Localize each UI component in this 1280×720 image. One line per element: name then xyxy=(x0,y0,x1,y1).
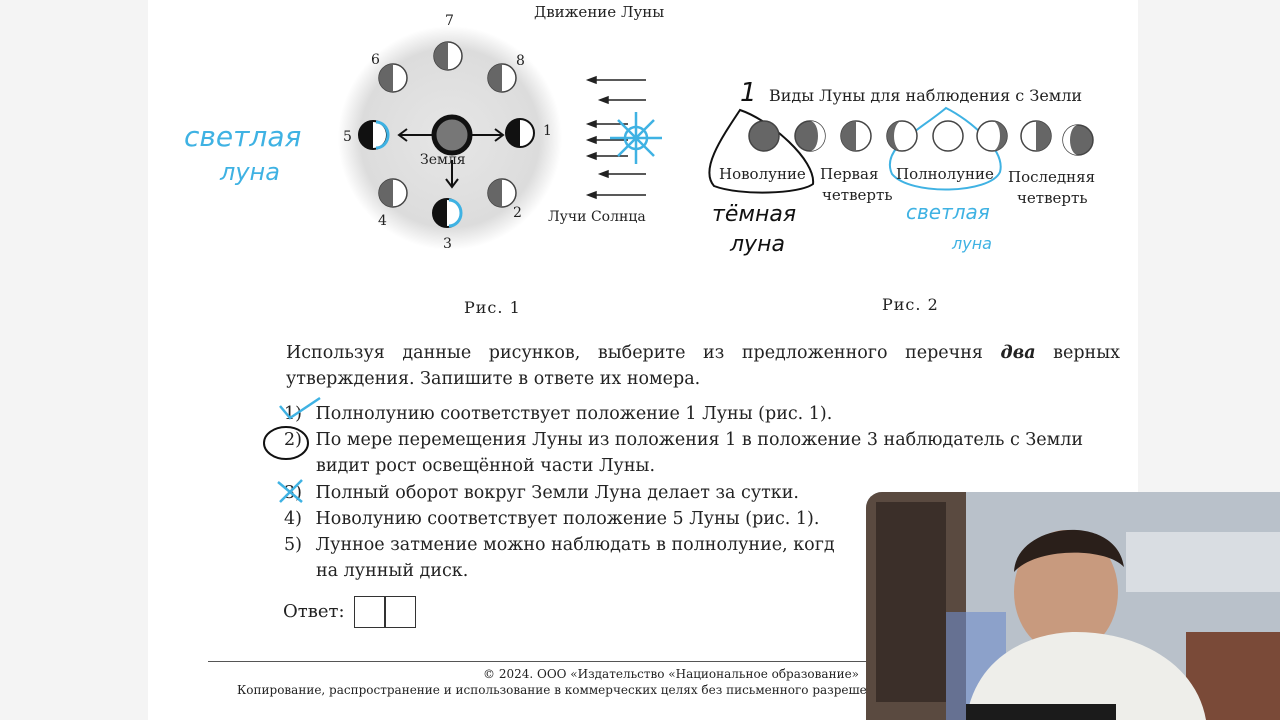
phase-label-first-quarter-1: Первая xyxy=(820,165,879,183)
phase-new-moon-icon xyxy=(748,120,780,152)
position-label-5: 5 xyxy=(343,129,352,145)
figure-1-caption: Рис. 1 xyxy=(464,298,521,317)
note-light-moon-left-2: луна xyxy=(220,158,280,186)
moon-position-6 xyxy=(378,63,408,93)
left-margin xyxy=(0,0,148,720)
instruction-part-1: Используя данные рисунков, выберите из п… xyxy=(286,343,1001,363)
position-label-2: 2 xyxy=(513,205,522,221)
sun-icon xyxy=(610,112,662,164)
moon-position-8 xyxy=(487,63,517,93)
note-number-one: 1 xyxy=(740,78,757,108)
figure-1-title: Движение Луны xyxy=(534,3,665,21)
handdrawn-triangle xyxy=(708,108,815,194)
note-light-moon-right: светлая xyxy=(906,200,990,224)
option-text: Полный оборот вокруг Земли Луна делает з… xyxy=(315,483,799,503)
option-2: 2) По мере перемещения Луны из положения… xyxy=(284,430,1083,450)
phase-full-moon-icon xyxy=(932,120,964,152)
option-4: 4) Новолунию соответствует положение 5 Л… xyxy=(284,509,819,529)
phase-label-first-quarter-2: четверть xyxy=(822,186,893,204)
phase-label-last-quarter-2: четверть xyxy=(1017,189,1088,207)
sun-rays-label: Лучи Солнца xyxy=(548,209,646,225)
figure-2-caption: Рис. 2 xyxy=(882,295,939,314)
option-3: 3) Полный оборот вокруг Земли Луна делае… xyxy=(284,483,799,503)
phase-label-last-quarter-1: Последняя xyxy=(1008,168,1096,186)
option-number: 4) xyxy=(284,509,302,529)
phase-waning-crescent-icon xyxy=(1062,124,1094,156)
moon-position-2 xyxy=(487,178,517,208)
option-number: 5) xyxy=(284,535,302,555)
presenter-video xyxy=(866,492,1280,720)
moon-phases-row xyxy=(708,106,1094,194)
answer-box-2[interactable] xyxy=(385,596,416,628)
phase-waxing-gibbous-icon xyxy=(886,120,918,152)
option-5-continued: на лунный диск. xyxy=(316,561,469,581)
option-text: По мере перемещения Луны из положения 1 … xyxy=(315,430,1083,450)
option-text: Лунное затмение можно наблюдать в полнол… xyxy=(315,535,835,555)
instruction-part-2: верных утверждения. Запишите в ответе их… xyxy=(286,343,1120,389)
phase-label-full-moon: Полнолуние xyxy=(896,165,994,183)
circle-mark-icon xyxy=(263,426,309,460)
instruction-emphasis: два xyxy=(1000,343,1036,363)
phase-waxing-crescent-icon xyxy=(794,120,826,152)
handwritten-marks xyxy=(263,396,321,503)
position-label-6: 6 xyxy=(371,52,380,68)
option-2-continued: видит рост освещённой части Луны. xyxy=(316,456,656,476)
position-label-3: 3 xyxy=(443,236,452,252)
option-text: Новолунию соответствует положение 5 Луны… xyxy=(315,509,820,529)
moon-orbit-diagram xyxy=(338,26,562,250)
figure-2-title: Виды Луны для наблюдения с Земли xyxy=(769,86,1083,105)
position-label-7: 7 xyxy=(445,13,454,29)
direction-arrows xyxy=(397,128,505,189)
moon-position-3 xyxy=(432,198,463,228)
position-label-8: 8 xyxy=(516,53,525,69)
phase-last-quarter-icon xyxy=(1020,120,1052,152)
moon-position-7 xyxy=(433,41,463,71)
note-light-moon-right-2: луна xyxy=(952,234,992,253)
footer-copyright: © 2024. ООО «Издательство «Национальное … xyxy=(483,667,860,681)
option-text: Полнолунию соответствует положение 1 Лун… xyxy=(315,404,833,424)
moon-position-1 xyxy=(505,118,535,148)
footer-divider xyxy=(208,661,868,662)
answer-box-1[interactable] xyxy=(354,596,385,628)
position-label-4: 4 xyxy=(378,213,387,229)
phase-waning-gibbous-icon xyxy=(976,120,1008,152)
answer-label: Ответ: xyxy=(283,601,345,622)
footer-notice: Копирование, распространение и использов… xyxy=(237,683,867,697)
option-1: 1) Полнолунию соответствует положение 1 … xyxy=(284,404,832,424)
phase-first-quarter-icon xyxy=(840,120,872,152)
phase-label-new-moon: Новолуние xyxy=(719,165,806,183)
sun-rays-diagram xyxy=(585,75,662,200)
note-dark-moon-2: луна xyxy=(730,232,785,257)
option-5: 5) Лунное затмение можно наблюдать в пол… xyxy=(284,535,835,555)
option-number: 1) xyxy=(284,404,302,424)
checkmark-icon xyxy=(279,396,321,420)
option-number: 2) xyxy=(284,430,302,450)
moon-position-4 xyxy=(378,178,408,208)
webcam-overlay xyxy=(866,492,1280,720)
earth-icon xyxy=(431,114,473,156)
position-label-1: 1 xyxy=(543,123,552,139)
moon-position-5 xyxy=(358,120,390,150)
task-instruction: Используя данные рисунков, выберите из п… xyxy=(286,340,1120,392)
note-light-moon-left: светлая xyxy=(184,120,302,153)
cross-mark-icon xyxy=(277,479,303,503)
earth-label: Земля xyxy=(420,152,466,168)
note-dark-moon: тёмная xyxy=(712,202,797,227)
